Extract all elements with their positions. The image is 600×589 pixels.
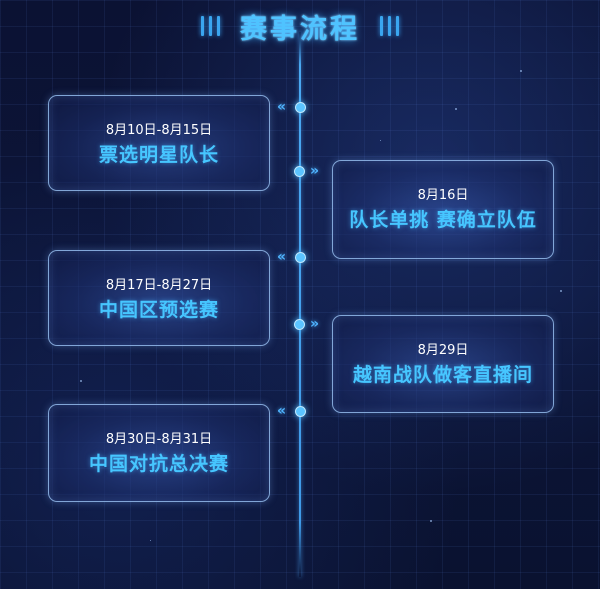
sparkle-icon	[520, 70, 522, 72]
title-bars-left-icon	[201, 16, 220, 36]
timeline-node-icon	[294, 319, 305, 330]
timeline-node-icon	[295, 102, 306, 113]
sparkle-icon	[455, 108, 457, 110]
double-chevron-right-icon: »	[310, 316, 320, 332]
double-chevron-left-icon: «	[277, 249, 287, 265]
timeline-line	[299, 32, 301, 577]
sparkle-icon	[150, 540, 151, 541]
event-card-4[interactable]: 8月29日 越南战队做客直播间	[332, 315, 554, 413]
event-card-5[interactable]: 8月30日-8月31日 中国对抗总决赛	[48, 404, 270, 502]
header: 赛事流程	[0, 6, 600, 46]
double-chevron-left-icon: «	[277, 403, 287, 419]
event-card-3[interactable]: 8月17日-8月27日 中国区预选赛	[48, 250, 270, 346]
event-title: 越南战队做客直播间	[352, 364, 533, 386]
double-chevron-left-icon: «	[277, 99, 287, 115]
timeline-node-icon	[295, 252, 306, 263]
event-date: 8月29日	[417, 343, 469, 358]
event-card-2[interactable]: 8月16日 队长单挑 赛确立队伍	[332, 160, 554, 259]
event-title: 中国对抗总决赛	[88, 453, 229, 475]
sparkle-icon	[430, 520, 432, 522]
event-date: 8月16日	[417, 188, 469, 203]
event-title: 中国区预选赛	[98, 299, 219, 321]
sparkle-icon	[80, 380, 82, 382]
event-card-1[interactable]: 8月10日-8月15日 票选明星队长	[48, 95, 270, 191]
event-title: 队长单挑 赛确立队伍	[349, 209, 537, 231]
timeline-node-icon	[295, 406, 306, 417]
event-title: 票选明星队长	[98, 144, 219, 166]
sparkle-icon	[560, 290, 562, 292]
double-chevron-right-icon: »	[310, 163, 320, 179]
title-bars-right-icon	[380, 16, 399, 36]
event-date: 8月30日-8月31日	[105, 432, 213, 447]
timeline-node-icon	[294, 166, 305, 177]
sparkle-icon	[380, 140, 381, 141]
event-date: 8月17日-8月27日	[105, 278, 213, 293]
event-date: 8月10日-8月15日	[105, 123, 213, 138]
page-title: 赛事流程	[240, 13, 360, 45]
